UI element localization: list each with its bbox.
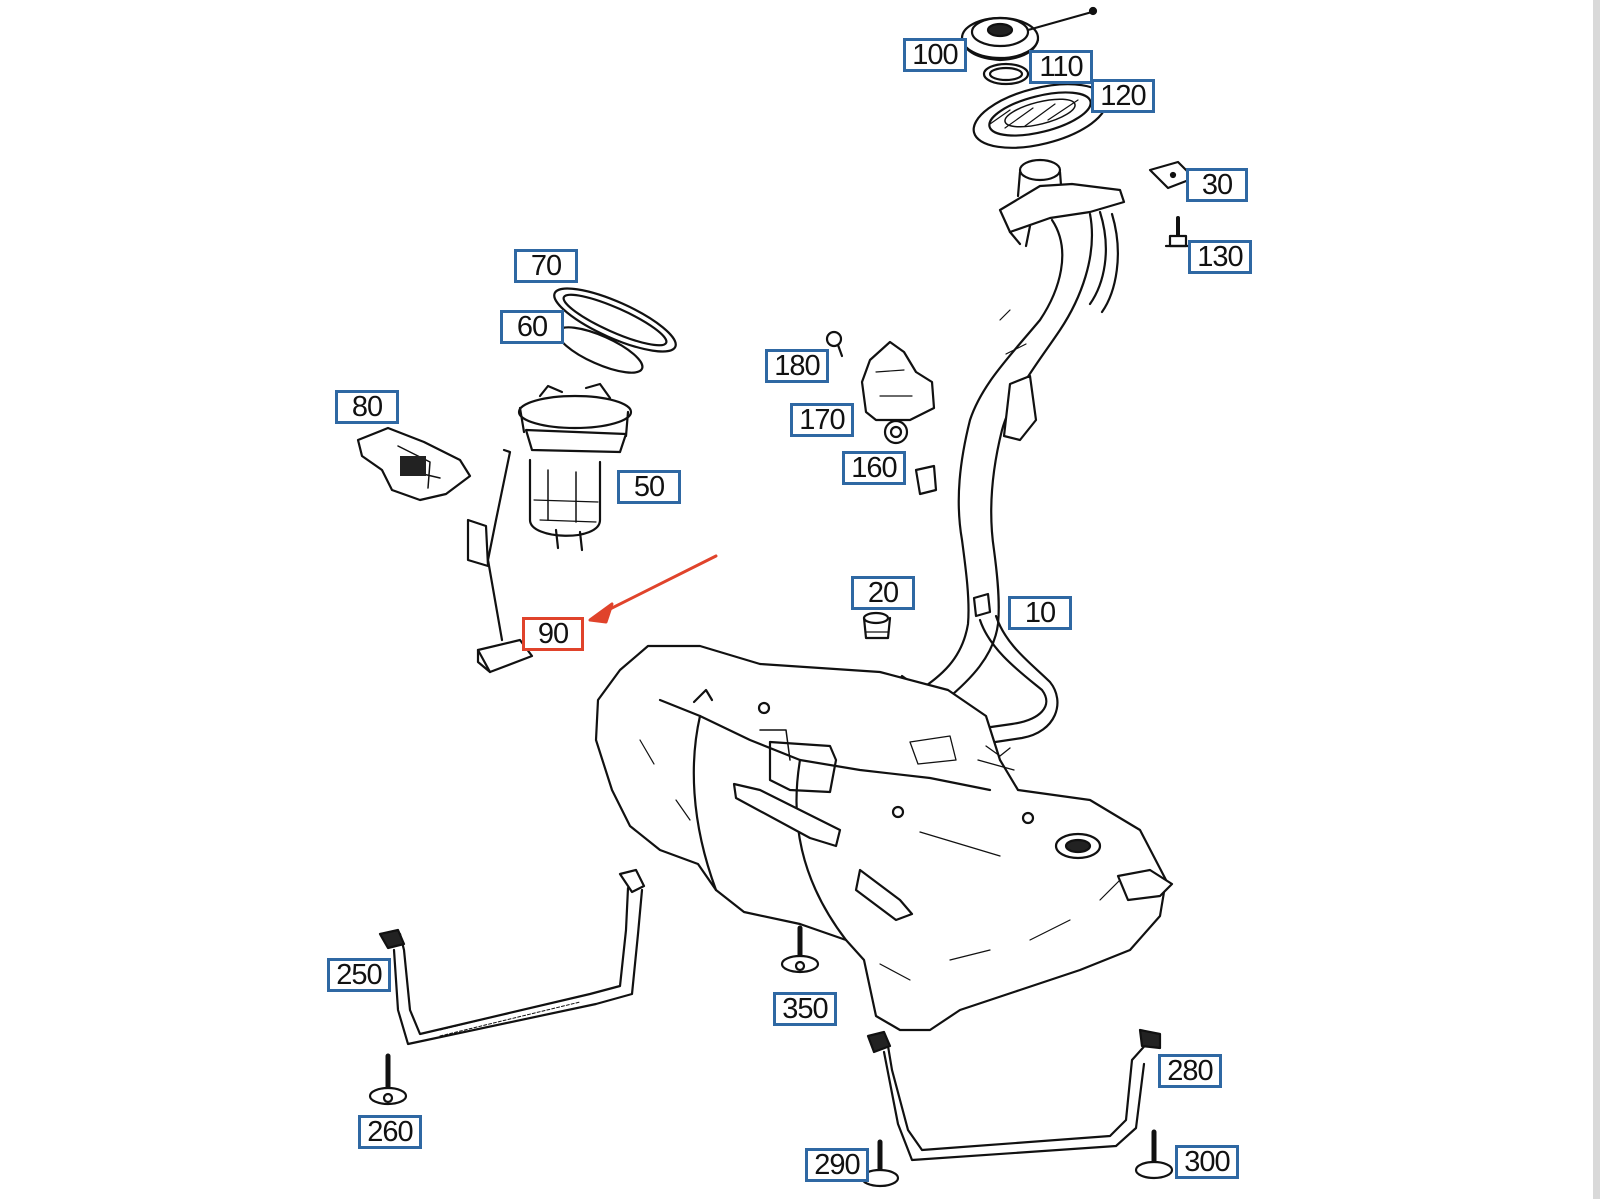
- bracket-part: [860, 340, 936, 422]
- callout-110[interactable]: 110: [1029, 50, 1093, 84]
- cap-plug-part: [862, 611, 892, 640]
- callout-280[interactable]: 280: [1158, 1054, 1222, 1088]
- fuel-tank-part: [594, 644, 1174, 1032]
- callout-60[interactable]: 60: [500, 310, 564, 344]
- callout-90-highlighted[interactable]: 90: [522, 617, 584, 651]
- callout-70[interactable]: 70: [514, 249, 578, 283]
- gasket-part: [553, 287, 677, 353]
- callout-120[interactable]: 120: [1091, 79, 1155, 113]
- callout-300[interactable]: 300: [1175, 1145, 1239, 1179]
- callout-130[interactable]: 130: [1188, 240, 1252, 274]
- callout-160[interactable]: 160: [842, 451, 906, 485]
- filler-neck-pipe-part: [892, 158, 1126, 746]
- bolt-290-part: [860, 1139, 900, 1188]
- callout-50[interactable]: 50: [617, 470, 681, 504]
- o-ring-part: [556, 326, 644, 374]
- tank-strap-left-part: [378, 868, 646, 1046]
- page-edge-shadow: [1593, 0, 1600, 1199]
- callout-350[interactable]: 350: [773, 992, 837, 1026]
- callout-250[interactable]: 250: [327, 958, 391, 992]
- grommet-part: [883, 419, 909, 445]
- tank-strap-right-part: [866, 1028, 1162, 1162]
- callout-20[interactable]: 20: [851, 576, 915, 610]
- callout-180[interactable]: 180: [765, 349, 829, 383]
- highlight-arrow: [588, 554, 718, 624]
- bolt-300-part: [1134, 1129, 1174, 1180]
- callout-100[interactable]: 100: [903, 38, 967, 72]
- bolt-260-part: [368, 1053, 408, 1106]
- fuel-cap-part: [960, 6, 1098, 62]
- bolt-small-part: [825, 330, 843, 348]
- callout-260[interactable]: 260: [358, 1115, 422, 1149]
- level-sensor-part: [466, 448, 534, 674]
- callout-30[interactable]: 30: [1186, 168, 1248, 202]
- screw-part: [1164, 216, 1192, 248]
- sender-module-part: [356, 426, 472, 502]
- bolt-350-part: [780, 925, 820, 974]
- fuel-pump-module-part: [517, 382, 633, 552]
- callout-170[interactable]: 170: [790, 403, 854, 437]
- callout-10[interactable]: 10: [1008, 596, 1072, 630]
- filler-housing-part: [972, 83, 1108, 149]
- callout-290[interactable]: 290: [805, 1148, 869, 1182]
- callout-80[interactable]: 80: [335, 390, 399, 424]
- seal-ring-part: [982, 62, 1030, 86]
